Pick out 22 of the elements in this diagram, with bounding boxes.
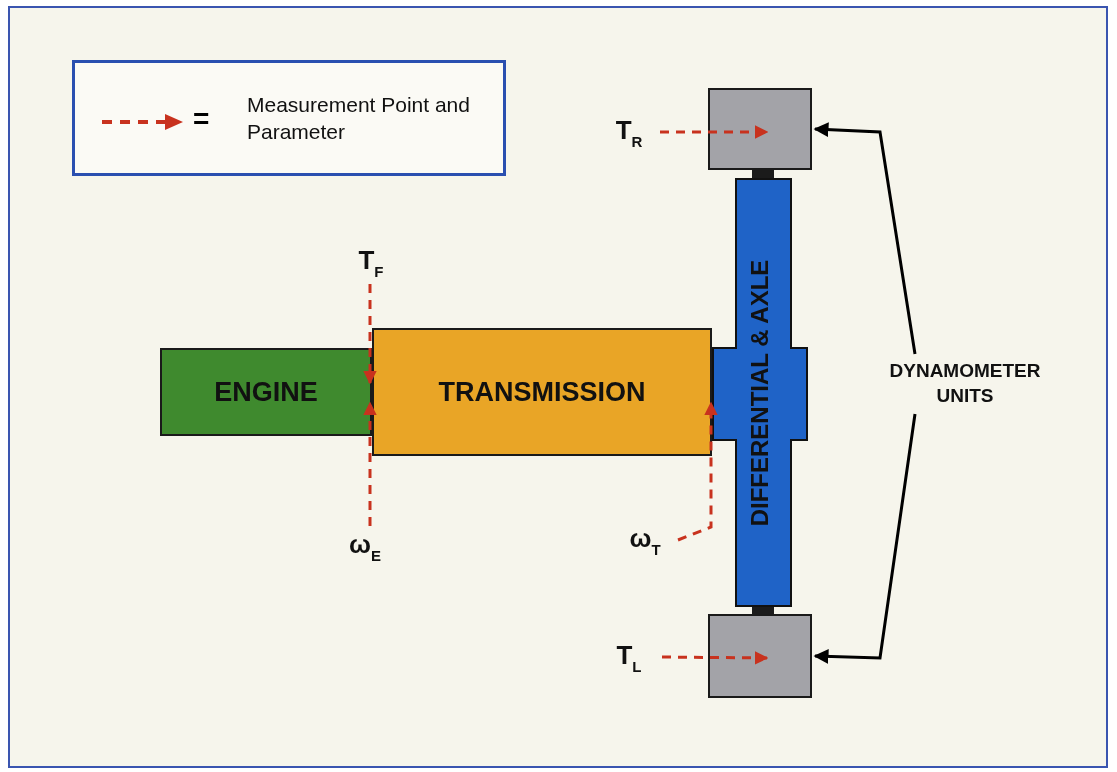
parameter-symbol: ω$_{T}$	[629, 522, 661, 558]
component-label: TRANSMISSION	[438, 376, 646, 408]
component-label: DIFFERENTIAL & AXLE	[746, 259, 774, 526]
callout-label: DYNAMOMETER UNITS	[888, 359, 1042, 408]
measurement-arrow	[363, 284, 377, 385]
measurement-arrow	[677, 401, 718, 542]
dynamometer-box	[708, 88, 812, 170]
component-box	[372, 328, 712, 456]
measurement-arrow	[363, 401, 377, 526]
component-label: ENGINE	[214, 376, 318, 408]
measurement-arrow	[662, 651, 769, 665]
parameter-symbol: T$_{L}$	[616, 639, 642, 675]
measurement-arrow	[660, 125, 769, 139]
parameter-symbol: ω$_{E}$	[349, 528, 381, 564]
parameter-symbol: T$_{F}$	[358, 244, 384, 280]
parameter-symbol: T$_{R}$	[615, 114, 643, 150]
arrow	[813, 413, 917, 664]
dynamometer-box	[708, 614, 812, 698]
component-box	[160, 348, 372, 436]
equals-sign: =	[193, 103, 210, 135]
legend-text: Measurement Point and Parameter	[247, 92, 471, 146]
arrow	[813, 122, 917, 355]
